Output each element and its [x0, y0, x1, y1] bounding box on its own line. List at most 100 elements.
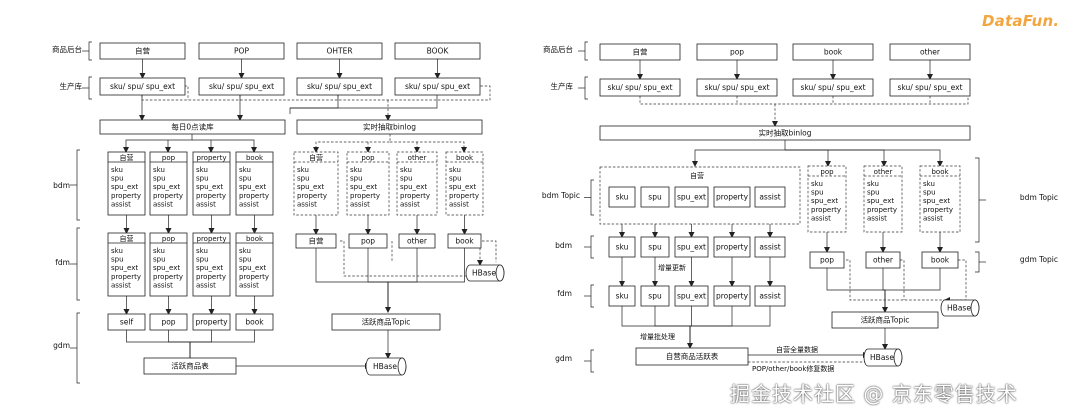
left-rt-topic-2: other [398, 233, 436, 249]
left-rt-topic-3: book [447, 233, 482, 249]
right-layer-fdm: fdm [557, 289, 572, 298]
left-fdm-group-0-item: assist [111, 281, 131, 289]
connector-line [180, 85, 189, 100]
right-gdm-topic-1: other [865, 251, 901, 269]
left-gdm-3-label: book [245, 318, 264, 327]
left-prod-2-label: sku/ spu/ spu_ext [307, 82, 372, 91]
right-self-topic-title: 自营 [690, 171, 704, 180]
left-rt-group-0-item: spu [297, 175, 310, 183]
left-rt-group-3-item: assist [449, 200, 469, 208]
left-fdm-group-3-item: assist [239, 281, 259, 289]
right-bdm-3-label: property [716, 243, 749, 252]
connector-line [692, 140, 786, 167]
right-brace-bdm-topic-r [975, 157, 980, 243]
left-fdm-group-0-item: spu [111, 256, 124, 264]
left-rt-group-2-title: other [408, 154, 427, 162]
right-brace-mall [584, 41, 588, 61]
left-rt-topic-0-label: 自营 [309, 236, 324, 246]
left-bdm-group-1-item: assist [153, 200, 173, 208]
right-gdm-topic-2-label: book [931, 256, 950, 265]
left-source-3-label: BOOK [427, 47, 450, 56]
right-side-group-1-item: assist [867, 214, 887, 222]
right-layer-gdm-topic: gdm Topic [1020, 255, 1058, 264]
right-source-2: book [792, 43, 874, 61]
right-fdm-0-label: sku [616, 292, 629, 301]
left-bdm-group-2-item: spu [196, 175, 209, 183]
right-self-topic-3: property [713, 186, 751, 208]
right-self-topic-3-label: property [716, 193, 749, 202]
left-bdm-group-3-item: property [239, 192, 269, 200]
left-layer-bdm: bdm [53, 181, 70, 190]
right-side-group-2-title: book [931, 168, 949, 176]
left-bdm-group-1-item: spu_ext [153, 183, 180, 191]
right-pop-repair-data: POP/other/book修复数据 [752, 364, 834, 373]
right-side-group-0-item: spu [811, 189, 824, 197]
right-brace-gdm-topic [975, 251, 980, 273]
right-bdm-4-label: assist [759, 243, 780, 252]
left-prod-3: sku/ spu/ spu_ext [394, 77, 481, 96]
left-rt-group-1-item: spu_ext [350, 183, 377, 191]
right-incremental-batch: 增量批处理 [640, 332, 675, 341]
connector-line [340, 240, 470, 277]
connector-line [944, 259, 967, 303]
right-self-active-table: 自营商品活跃表 [635, 347, 749, 366]
connector-line [900, 259, 905, 300]
connector-line [168, 330, 191, 358]
right-source-0: 自营 [599, 43, 681, 61]
right-prod-2: sku/ spu/ spu_ext [792, 78, 874, 97]
right-brace-bdm [590, 235, 594, 259]
left-rt-group-3-item: spu_ext [449, 183, 476, 191]
connector-line [846, 259, 945, 301]
connector-line [289, 95, 339, 114]
left-source-2-label: OHTER [326, 47, 352, 56]
right-bdm-0-label: sku [616, 243, 629, 252]
right-self-topic-1: spu [640, 186, 670, 208]
left-realtime-extract-label: 实时抽取binlog [363, 122, 416, 132]
right-active-topic: 活跃商品Topic [831, 311, 939, 329]
right-source-2-label: book [824, 48, 843, 57]
left-rt-group-3-item: sku [449, 166, 461, 174]
left-brace-mall [88, 41, 92, 61]
right-layer-bdm: bdm [555, 241, 572, 250]
right-bdm-0: sku [608, 236, 636, 258]
right-self-topic-0-label: sku [616, 193, 629, 202]
datafun-logo: DataFun. [982, 12, 1060, 30]
left-fdm-group-2-title: property [197, 235, 227, 243]
right-side-group-0-item: sku [811, 180, 823, 188]
connector-line [387, 248, 418, 312]
right-realtime-extract: 实时抽取binlog [599, 125, 971, 141]
right-side-group-1-item: spu_ext [867, 197, 894, 205]
left-bdm-group-3-title: book [246, 154, 264, 162]
left-brace-bdm [76, 149, 80, 221]
connector-line [126, 330, 191, 358]
left-realtime-extract: 实时抽取binlog [296, 119, 483, 135]
left-bdm-group-0-item: property [111, 192, 141, 200]
right-prod-3-label: sku/ spu/ spu_ext [897, 83, 962, 92]
right-gdm-topic-1-label: other [873, 256, 894, 265]
left-layer-production-db: 生产库 [60, 81, 83, 91]
left-gdm-3: book [235, 313, 274, 331]
left-rt-group-2-item: assist [400, 200, 420, 208]
right-prod-3: sku/ spu/ spu_ext [889, 78, 971, 97]
left-prod-1: sku/ spu/ spu_ext [198, 77, 285, 96]
left-rt-topic-3-label: book [455, 237, 474, 246]
connector-line [189, 330, 212, 358]
right-fdm-1: spu [640, 285, 670, 307]
right-fdm-2-label: spu_ext [677, 292, 706, 301]
left-bdm-group-1-item: property [153, 192, 183, 200]
left-bdm-group-3-item: spu [239, 175, 252, 183]
right-gdm-topic-2: book [921, 251, 959, 269]
right-fdm-4-label: assist [759, 292, 780, 301]
right-fdm-0: sku [608, 285, 636, 307]
left-source-1-label: POP [234, 47, 249, 56]
connector-line [189, 330, 255, 358]
